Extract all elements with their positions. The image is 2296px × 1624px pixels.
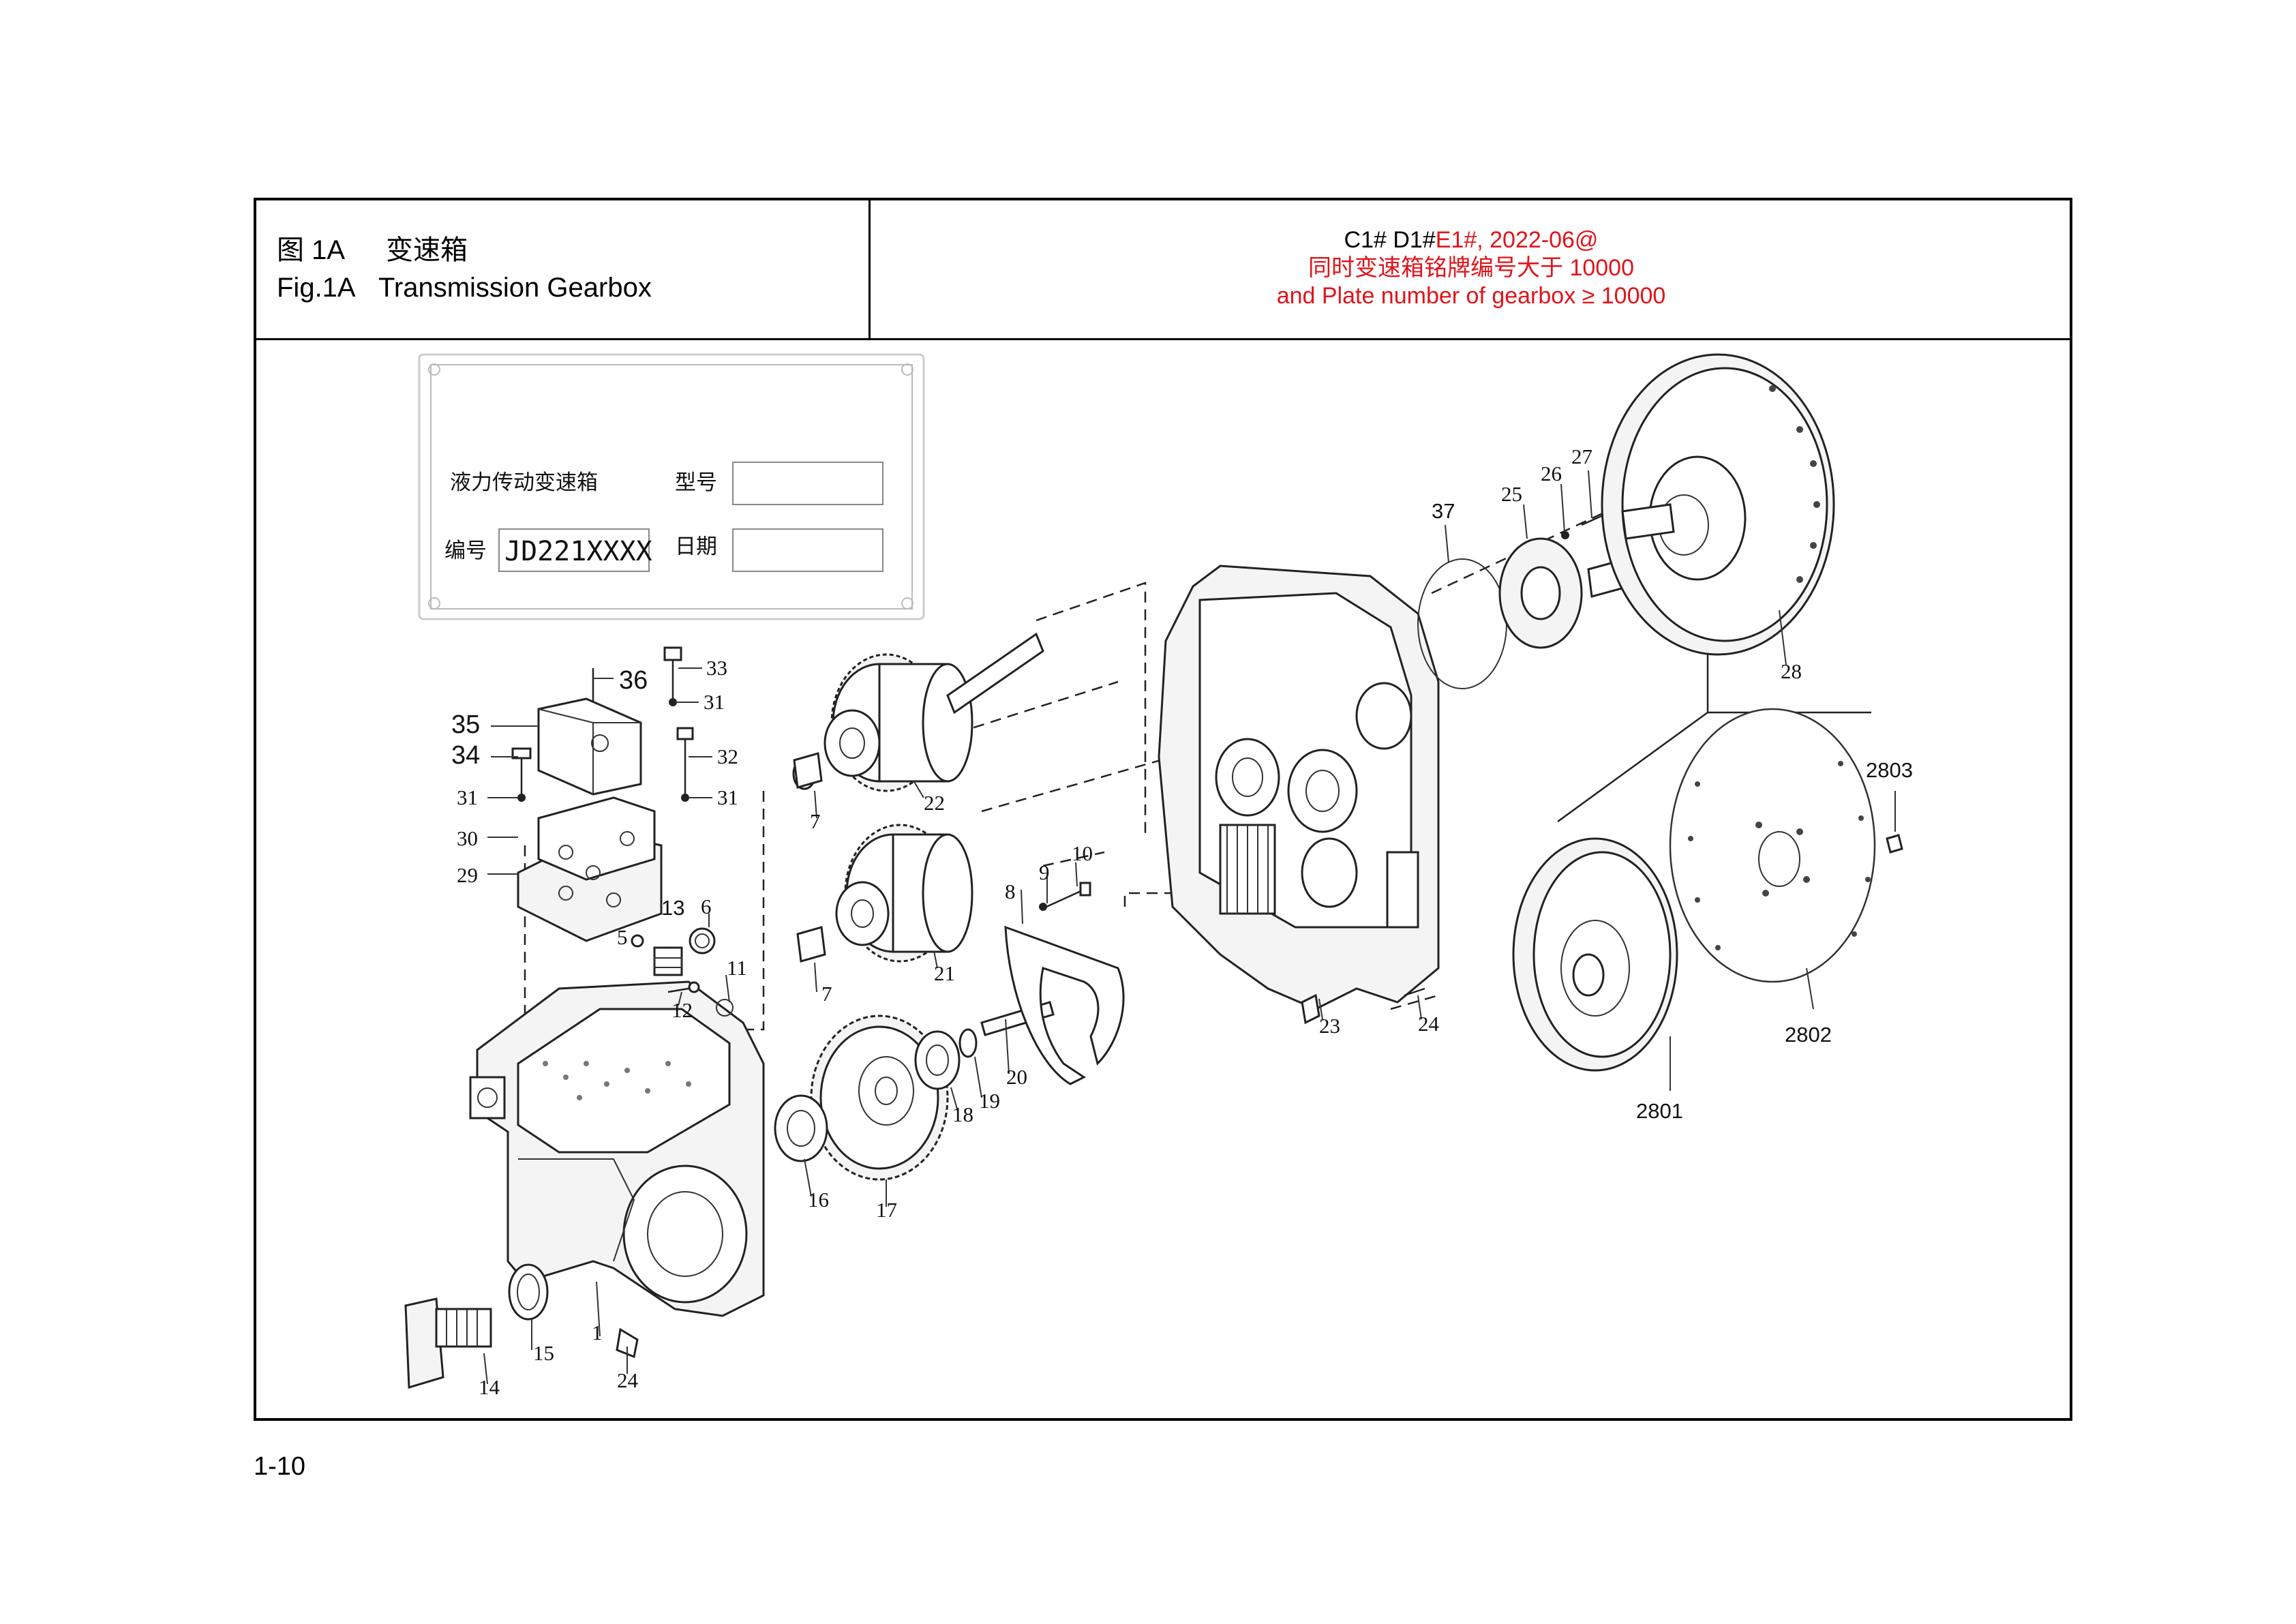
callout-numbers: 1 5 6 7 7 8 9 10 11 12 13 14 15 16 17 18…: [451, 445, 1913, 1399]
main-housing: [469, 980, 765, 1317]
plate-model-box: [732, 462, 883, 505]
callout-29: 29: [457, 863, 478, 887]
flexplate-2802: [1669, 708, 1876, 983]
callout-27: 27: [1571, 445, 1592, 468]
callout-12: 12: [671, 998, 693, 1022]
header-column-divider: [868, 200, 871, 338]
callout-13: 13: [661, 896, 684, 920]
callout-8: 8: [1005, 879, 1016, 903]
callout-7-upper: 7: [810, 809, 821, 833]
drawing-frame: 图 1A 变速箱 Fig.1A Transmission Gearbox C1# …: [254, 198, 2072, 1421]
plate-product-label: 液力传动变速箱: [450, 470, 598, 495]
callout-33: 33: [706, 656, 727, 680]
note-serial-black: C1# D1#: [1344, 227, 1436, 253]
callout-leaders: [483, 470, 1896, 1385]
callout-10: 10: [1072, 841, 1093, 865]
converter-housing: [1158, 565, 1440, 1025]
callout-5: 5: [617, 925, 628, 949]
callout-26: 26: [1541, 462, 1562, 485]
callout-2803: 2803: [1866, 758, 1913, 782]
callout-9: 9: [1039, 860, 1050, 884]
note-line-3: and Plate number of gearbox ≥ 10000: [1276, 283, 1666, 309]
callout-19: 19: [979, 1089, 1000, 1113]
callout-1: 1: [592, 1321, 603, 1344]
small-parts: [631, 927, 734, 1017]
callout-24-right: 24: [1418, 1012, 1440, 1036]
callout-24-left: 24: [617, 1368, 639, 1392]
header-divider: [256, 338, 2070, 340]
callout-31-top: 31: [704, 690, 725, 714]
figure-number-cn: 图 1A: [277, 235, 346, 265]
bolts-9-10: [1039, 882, 1091, 911]
callout-22: 22: [924, 791, 945, 815]
callout-25: 25: [1501, 482, 1522, 506]
plate-date-box: [732, 528, 883, 572]
note-line-1: C1# D1#E1#, 2022-06@: [870, 226, 2072, 254]
figure-name-en: Transmission Gearbox: [378, 273, 652, 303]
callout-31-right: 31: [717, 785, 738, 809]
callout-28: 28: [1781, 659, 1802, 683]
callout-7-lower: 7: [821, 982, 832, 1006]
callout-16: 16: [808, 1188, 829, 1212]
callout-15: 15: [533, 1341, 554, 1365]
sealing-ring-and-pump: [1417, 505, 1631, 689]
note-line-2: 同时变速箱铭牌编号大于 10000: [1308, 255, 1634, 281]
figure-name-cn: 变速箱: [386, 235, 468, 265]
callout-36: 36: [619, 666, 648, 695]
callout-35: 35: [451, 710, 480, 739]
callout-32: 32: [717, 745, 738, 768]
torque-converter-28: [1601, 353, 1835, 656]
callout-2802: 2802: [1785, 1023, 1832, 1047]
callout-20: 20: [1006, 1065, 1027, 1089]
callout-21: 21: [934, 961, 955, 985]
callout-31-left: 31: [457, 785, 478, 809]
output-flange: [404, 1263, 639, 1389]
figure-title-english: Fig.1A Transmission Gearbox: [277, 273, 652, 303]
plate-serial-value: JD221XXXX: [504, 536, 652, 567]
plate-model-label: 型号: [675, 470, 717, 495]
control-valve-assembly: [511, 646, 694, 942]
torque-converter-2801: [1512, 837, 1678, 1072]
callout-34: 34: [451, 741, 480, 770]
callout-37: 37: [1432, 499, 1455, 523]
note-serial-red: E1#, 2022-06@: [1435, 227, 1599, 253]
bolt-2803: [1886, 834, 1903, 854]
applicability-note: C1# D1#E1#, 2022-06@ 同时变速箱铭牌编号大于 10000 a…: [870, 226, 2072, 310]
plate-serial-label: 编号: [444, 539, 487, 563]
callout-30: 30: [457, 826, 478, 850]
figure-title-chinese: 图 1A 变速箱: [277, 228, 468, 267]
callout-17: 17: [876, 1198, 897, 1222]
clutch-gear-21: [796, 824, 973, 963]
callout-18: 18: [952, 1102, 973, 1126]
nameplate: 液力传动变速箱 型号 编号 JD221XXXX 日期: [418, 353, 925, 620]
clutch-gear-22: [792, 632, 1044, 792]
plate-serial-box: [498, 528, 650, 572]
callout-11: 11: [727, 956, 747, 980]
plate-date-label: 日期: [675, 535, 717, 559]
callout-6: 6: [701, 894, 712, 918]
figure-number-en: Fig.1A: [277, 273, 356, 303]
callout-23: 23: [1319, 1014, 1340, 1038]
idler-gear-17: [774, 1001, 1055, 1181]
callout-14: 14: [479, 1375, 500, 1399]
page-number: 1-10: [254, 1452, 306, 1481]
callout-2801: 2801: [1636, 1099, 1683, 1123]
oil-baffle: [1004, 925, 1125, 1085]
